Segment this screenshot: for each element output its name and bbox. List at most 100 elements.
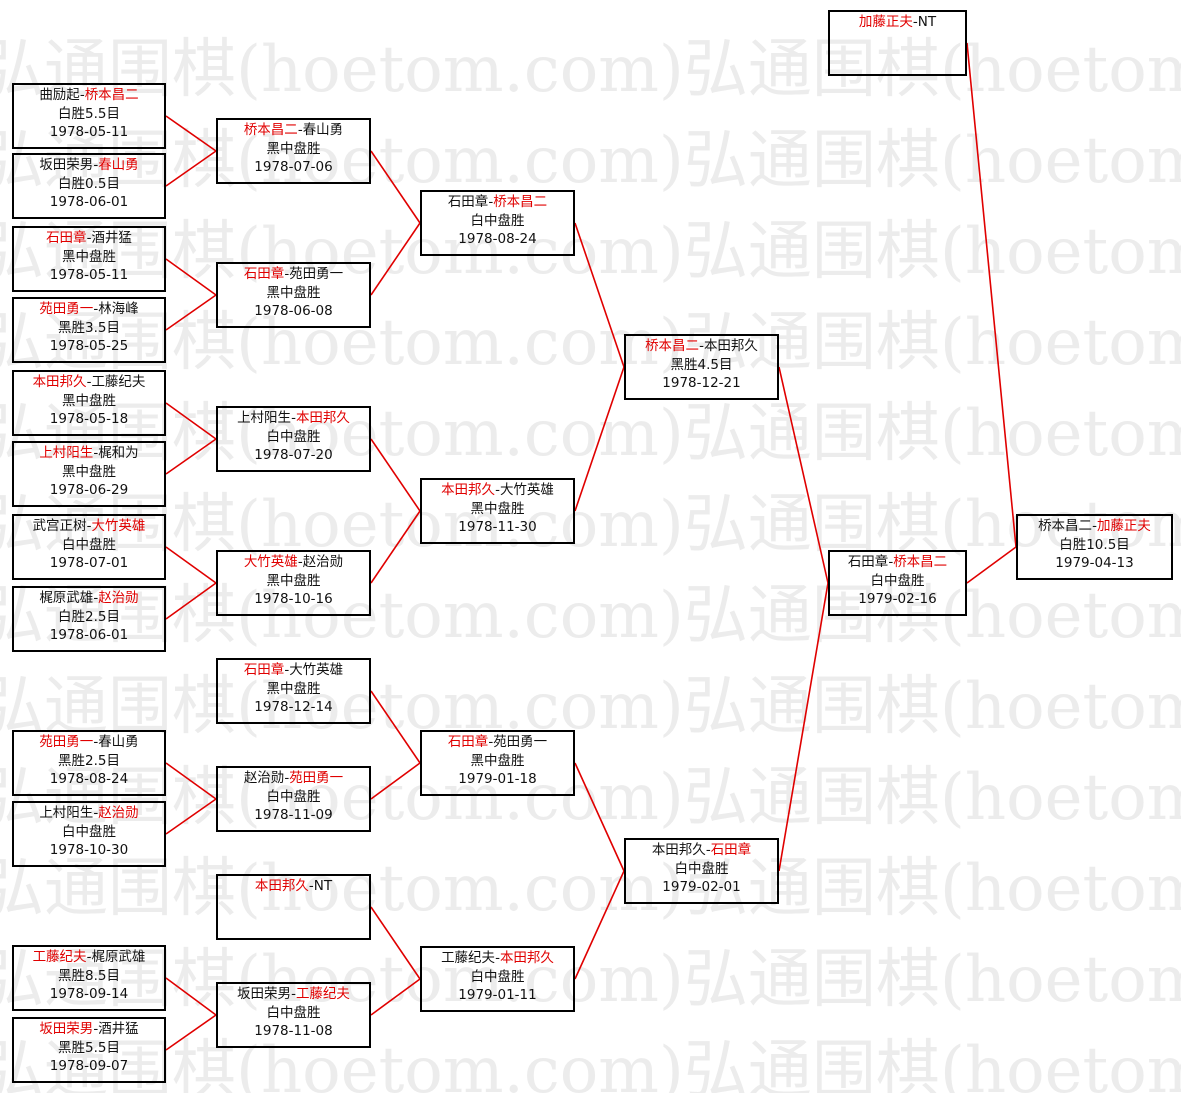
match-date: 1978-11-30 (458, 519, 537, 535)
player-white: 春山勇 (302, 122, 344, 138)
match-players: 上村阳生-赵治勋 (14, 804, 164, 823)
match-result: 黑胜8.5目 (58, 967, 120, 984)
player-black: 工藤纪夫 (441, 950, 496, 966)
match-players: 石田章-苑田勇一 (422, 733, 573, 752)
match-result: 白胜5.5目 (58, 105, 120, 122)
match-players: 本田邦久-NT (218, 877, 369, 896)
player-separator: - (93, 805, 99, 821)
match-result: 黑中盘胜 (266, 140, 321, 157)
player-black: 坂田荣男 (39, 1021, 94, 1037)
match-date: 1978-06-29 (49, 482, 129, 498)
player-white: 本田邦久 (703, 338, 758, 354)
match-date: 1978-08-24 (458, 231, 537, 247)
player-white: 梶原武雄 (91, 949, 146, 965)
match-players: 本田邦久-工藤纪夫 (14, 373, 164, 392)
connector-line (370, 762, 421, 800)
connector-line (165, 438, 217, 475)
player-separator: - (291, 986, 296, 1002)
player-black: 工藤纪夫 (32, 949, 87, 965)
match-result: 白中盘胜 (266, 428, 321, 445)
match-players: 加藤正夫-NT (830, 13, 965, 32)
watermark-row: 弘通围棋(hoetom.com)弘通围棋(hoetom.com) (0, 852, 1181, 926)
match-date: 1978-07-20 (254, 447, 333, 463)
player-separator: - (284, 266, 290, 282)
player-white: 赵治勋 (98, 805, 139, 821)
player-black: 桥本昌二 (645, 338, 700, 354)
match-players: 桥本昌二-春山勇 (218, 121, 369, 140)
player-black: 苑田勇一 (39, 734, 94, 750)
match-result: 黑中盘胜 (62, 248, 116, 265)
match-date: 1978-12-14 (254, 699, 333, 715)
player-white: 加藤正夫 (1096, 518, 1151, 534)
match-result: 黑胜3.5目 (58, 319, 120, 336)
connector-line (574, 870, 625, 980)
match-date: 1979-04-13 (1055, 555, 1134, 571)
player-separator: - (284, 662, 290, 678)
player-black: 石田章 (46, 230, 87, 246)
match-date: 1978-05-25 (49, 338, 129, 354)
player-separator: - (93, 734, 99, 750)
match-result: 白中盘胜 (674, 860, 729, 877)
player-separator: - (93, 157, 99, 173)
player-white: 酒井猛 (91, 230, 132, 246)
match-players: 本田邦久-石田章 (626, 841, 777, 860)
watermark-row: 弘通围棋(hoetom.com)弘通围棋(hoetom.com) (0, 397, 1181, 471)
match-result: 黑胜4.5目 (670, 356, 733, 373)
match-players: 上村阳生-梶和为 (14, 444, 164, 463)
match-date: 1978-06-01 (49, 194, 129, 210)
player-separator: - (93, 445, 99, 461)
match-box: 本田邦久-NT (216, 874, 371, 940)
player-separator: - (86, 230, 92, 246)
player-white: 梶和为 (98, 445, 139, 461)
match-result: 黑中盘胜 (470, 752, 525, 769)
match-players: 石田章-酒井猛 (14, 229, 164, 248)
connector-line (165, 762, 217, 800)
player-separator: - (495, 950, 500, 966)
player-white: 桥本昌二 (893, 554, 948, 570)
match-date: 1978-05-11 (49, 267, 129, 283)
connector-line (165, 294, 217, 331)
connector-line (165, 798, 217, 835)
match-date: 1978-06-01 (49, 627, 129, 643)
player-separator: - (93, 590, 99, 606)
connector-line (165, 402, 217, 440)
match-result: 白中盘胜 (62, 823, 116, 840)
match-result: 黑胜2.5目 (58, 752, 120, 769)
player-black: 上村阳生 (237, 410, 292, 426)
match-date: 1978-11-08 (254, 1023, 333, 1039)
connector-line (165, 546, 217, 584)
match-players: 桥本昌二-本田邦久 (626, 337, 777, 356)
match-date: 1978-07-01 (49, 555, 129, 571)
player-separator: - (284, 770, 290, 786)
player-black: 石田章 (847, 554, 889, 570)
player-white: 工藤纪夫 (91, 374, 146, 390)
match-box: 加藤正夫-NT (828, 10, 967, 76)
player-white: 大竹英雄 (91, 518, 146, 534)
match-result: 白胜10.5目 (1059, 536, 1130, 553)
match-date: 1979-02-01 (662, 879, 741, 895)
match-players: 石田章-大竹英雄 (218, 661, 369, 680)
match-result: 黑中盘胜 (266, 284, 321, 301)
player-white: 大竹英雄 (499, 482, 554, 498)
player-black: 桥本昌二 (1038, 518, 1093, 534)
player-separator: - (297, 554, 303, 570)
player-separator: - (93, 301, 99, 317)
match-result: 黑中盘胜 (266, 572, 321, 589)
match-players: 坂田荣男-春山勇 (14, 156, 164, 175)
player-white: 石田章 (710, 842, 752, 858)
match-players: 苑田勇一-林海峰 (14, 300, 164, 319)
player-separator: - (488, 194, 494, 210)
match-players: 石田章-苑田勇一 (218, 265, 369, 284)
player-white: 桥本昌二 (84, 87, 139, 103)
